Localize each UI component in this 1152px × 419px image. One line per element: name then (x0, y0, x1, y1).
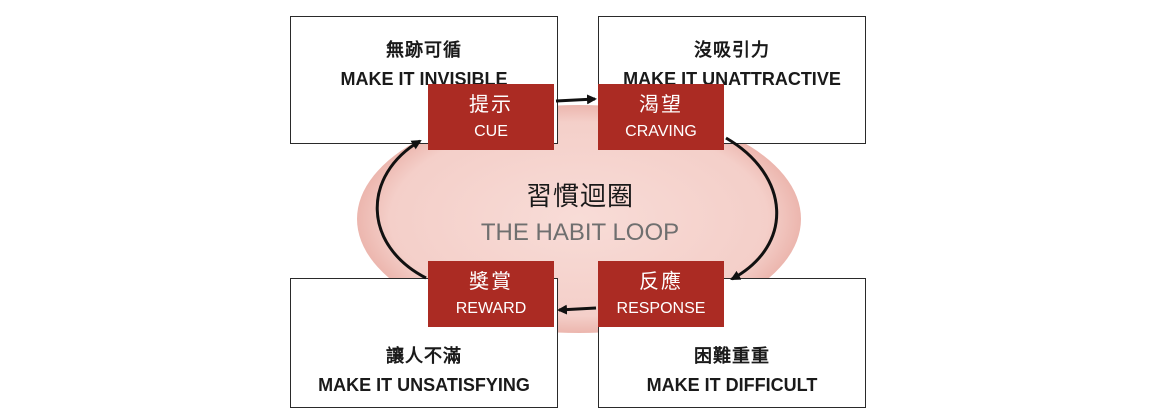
stage-craving-zh: 渴望 (639, 92, 683, 116)
arrow-reward-to-cue (375, 139, 427, 280)
law-cue-zh: 無跡可循 (386, 40, 462, 61)
law-box-reward: 讓人不滿 MAKE IT UNSATISFYING (290, 278, 558, 408)
stage-response-en: RESPONSE (616, 300, 706, 317)
stage-reward-zh: 獎賞 (469, 269, 513, 293)
arrow-cue-to-craving (555, 94, 597, 105)
law-reward-en: MAKE IT UNSATISFYING (318, 375, 530, 395)
stage-cue-en: CUE (474, 123, 508, 140)
law-reward-zh: 讓人不滿 (386, 346, 462, 367)
loop-title-zh: 習慣迴圈 (525, 182, 634, 212)
law-response-zh: 困難重重 (694, 346, 770, 367)
stage-cue-zh: 提示 (469, 92, 513, 116)
law-response-en: MAKE IT DIFFICULT (646, 375, 818, 395)
stage-response-zh: 反應 (639, 269, 683, 293)
stage-craving-en: CRAVING (625, 123, 697, 140)
stage-response: 反應 RESPONSE (598, 261, 724, 327)
arrow-response-to-reward (557, 304, 597, 315)
stage-reward: 獎賞 REWARD (428, 261, 554, 327)
loop-title: 習慣迴圈 THE HABIT LOOP (380, 180, 780, 248)
stage-cue: 提示 CUE (428, 84, 554, 150)
stage-craving: 渴望 CRAVING (598, 84, 724, 150)
arrow-craving-to-response (725, 136, 779, 281)
law-craving-zh: 沒吸引力 (694, 40, 770, 61)
loop-title-en: THE HABIT LOOP (480, 219, 680, 246)
stage-reward-en: REWARD (455, 300, 527, 317)
